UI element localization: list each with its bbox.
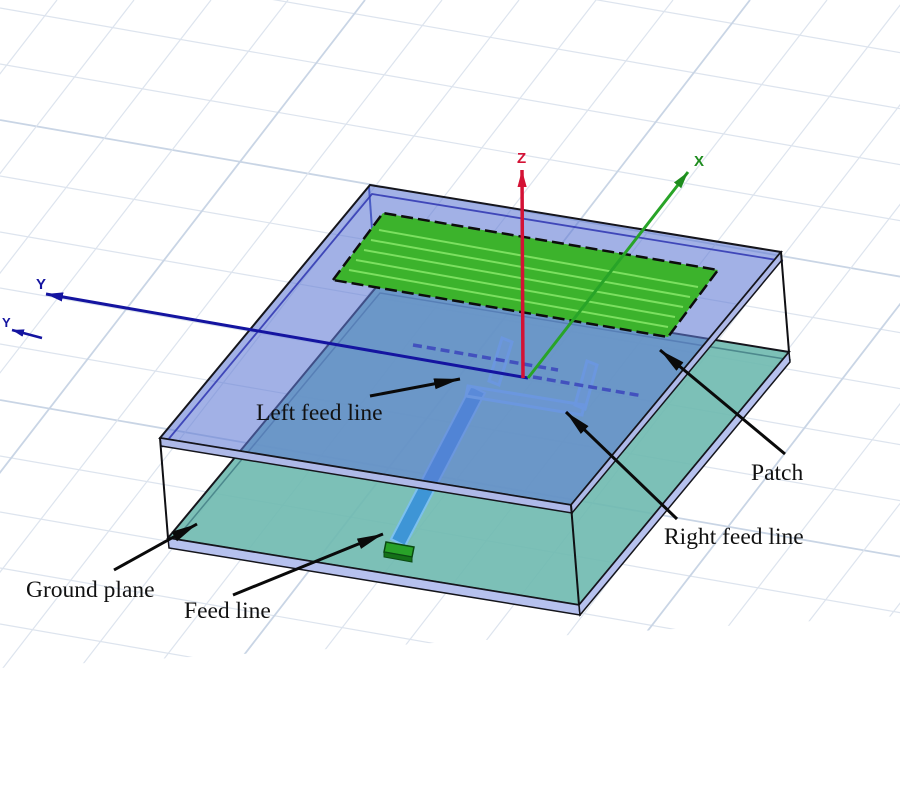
corner-edge-west [159, 437, 169, 539]
grid-line [747, 0, 900, 668]
grid-line [0, 0, 900, 110]
x-axis [526, 171, 690, 379]
y-axis-secondary-label: Y [2, 315, 11, 330]
grid-line [0, 0, 443, 668]
corner-edge-south [570, 504, 580, 606]
grid-line [0, 0, 135, 668]
substrate-inner-edge [161, 193, 784, 448]
grid-line [0, 0, 58, 668]
grid-line [0, 0, 289, 668]
feed-line-arrow [232, 532, 384, 597]
z-axis-label: Z [517, 150, 526, 167]
patch-arrow [659, 348, 786, 456]
feed-port-side [383, 551, 413, 563]
ground-slab-side-right [578, 350, 791, 617]
left-feed-line-label: Left feed line [256, 400, 383, 426]
grid-line [0, 680, 900, 800]
annotation-labels: Left feed line Right feed line Patch Gro… [26, 400, 804, 624]
stack-corner-edges [159, 251, 790, 606]
grid-line [0, 736, 900, 800]
ground-plane-arrow [113, 522, 198, 572]
corner-edge-east [780, 251, 790, 353]
z-axis [517, 169, 527, 379]
annotation-arrows [113, 348, 786, 597]
patch-label: Patch [751, 460, 803, 486]
grid-line [0, 623, 900, 668]
right-feed-line-arrow [564, 410, 679, 521]
grid-line [0, 792, 900, 800]
grid-line [0, 63, 900, 222]
y-axis [45, 292, 529, 380]
x-axis-label: X [694, 153, 704, 170]
feed-line-label: Feed line [184, 598, 271, 624]
grid-line [0, 0, 366, 668]
grid-line [0, 0, 212, 668]
left-feed-line-arrow [369, 377, 461, 398]
y-axis-label: Y [36, 276, 46, 293]
grid-line [0, 0, 900, 54]
y-axis-secondary [11, 328, 43, 340]
patch-face[interactable] [330, 211, 721, 339]
grid-line [0, 7, 900, 166]
axis-triad: Z X Y Y [2, 150, 704, 380]
ground-plane-label: Ground plane [26, 577, 155, 603]
right-feed-line-label: Right feed line [664, 524, 804, 550]
